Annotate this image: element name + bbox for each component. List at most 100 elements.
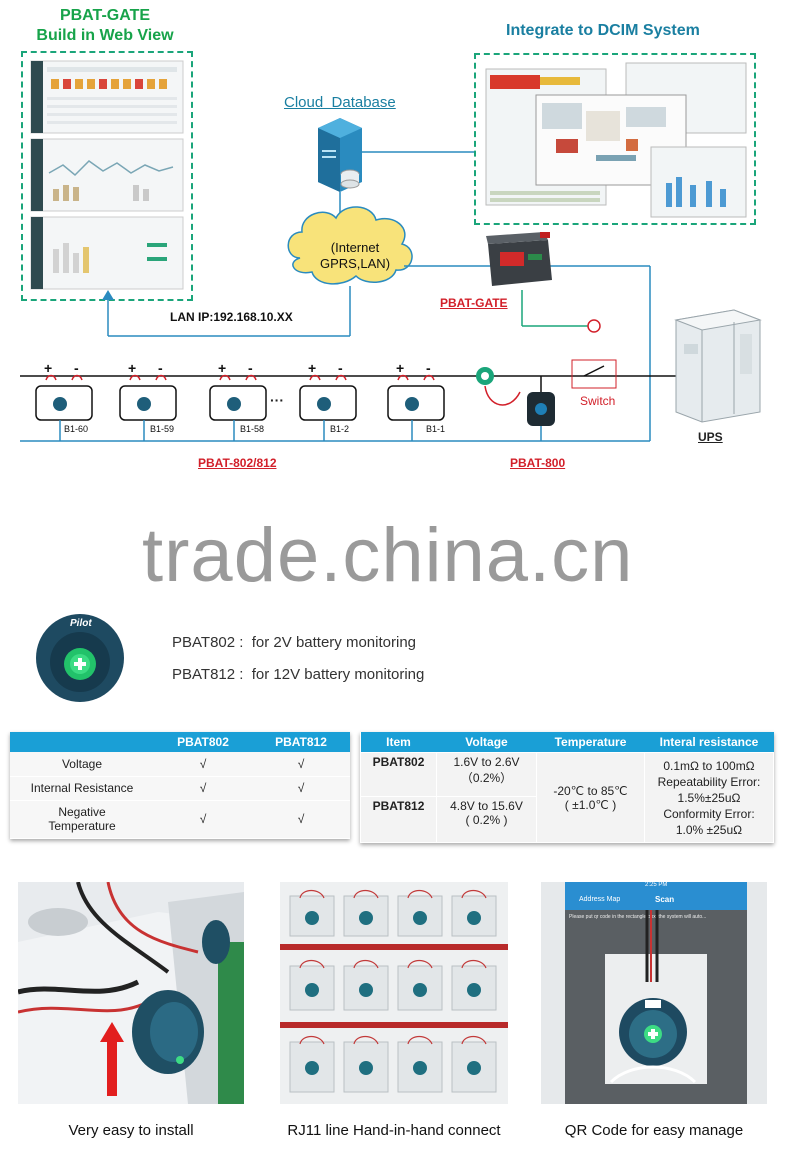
feature-check: √ xyxy=(154,800,252,839)
cloud-icon xyxy=(287,206,413,285)
web-view-title-line1: PBAT-GATE xyxy=(59,7,151,24)
battery-minus-1: - xyxy=(74,360,79,376)
internet-line2: GPRS,LAN) xyxy=(319,256,391,271)
spec-temperature-accuracy: ( ±1.0℃ ) xyxy=(564,797,617,812)
battery-name-1: B1-60 xyxy=(64,424,89,434)
ellipsis: ··· xyxy=(270,392,284,408)
table-row: Internal Resistance √ √ xyxy=(10,776,350,801)
battery-name-3: B1-58 xyxy=(240,424,265,434)
feature-check: √ xyxy=(252,776,350,801)
battery-minus-2: - xyxy=(158,360,163,376)
spec-resistance-line: 1.0% ±25uΩ xyxy=(675,822,743,837)
web-view-box xyxy=(21,51,193,301)
battery-plus-4: + xyxy=(308,360,317,376)
features-header-pbat802: PBAT802 xyxy=(154,732,252,752)
specs-table-wrap: Item Voltage Temperature Interal resista… xyxy=(360,732,774,843)
specs-header-row: Item Voltage Temperature Interal resista… xyxy=(360,732,774,753)
device-icon xyxy=(36,614,124,702)
dcim-screenshots xyxy=(485,62,747,218)
battery-minus-5: - xyxy=(426,360,431,376)
caption-rj11: RJ11 line Hand-in-hand connect xyxy=(287,1122,501,1139)
spec-temperature: -20℃ to 85℃ ( ±1.0℃ ) xyxy=(536,752,645,843)
spec-item: PBAT812 xyxy=(360,796,437,843)
spec-temperature-range: -20℃ to 85℃ xyxy=(553,783,628,798)
feature-label: Negative Temperature xyxy=(10,800,154,839)
watermark: trade.china.cn xyxy=(142,513,634,598)
monitor-label: PBAT-802/812 xyxy=(198,456,277,470)
battery-name-5: B1-1 xyxy=(426,424,446,434)
features-header-pbat812: PBAT812 xyxy=(252,732,350,752)
feature-label: Internal Resistance xyxy=(10,776,154,801)
ups-label: UPS xyxy=(698,430,723,444)
feature-label-line1: Negative xyxy=(58,805,106,819)
phone-prompt: Please put qr code in the rectangle box,… xyxy=(569,914,707,920)
qr-photo: 2:25 PM Address Map Scan Please put qr c… xyxy=(541,882,767,1104)
spec-voltage: 1.6V to 2.6V （0.2%） xyxy=(436,752,537,797)
current-sensor-icon xyxy=(476,367,494,385)
battery-plus-5: + xyxy=(396,360,405,376)
battery-b1-59 xyxy=(119,374,177,441)
features-table: PBAT802 PBAT812 Voltage √ √ Internal Res… xyxy=(10,732,350,839)
dcim-box xyxy=(474,53,756,225)
battery-name-2: B1-59 xyxy=(150,424,175,434)
phone-title: Scan xyxy=(655,895,675,904)
spec-resistance: 0.1mΩ to 100mΩ Repeatability Error: 1.5%… xyxy=(644,752,774,843)
pbat800-device-icon xyxy=(527,376,555,441)
ups-icon xyxy=(674,309,762,423)
install-photo xyxy=(18,882,244,1104)
install-illustration xyxy=(18,882,244,1104)
phone-nav-bar: Address Map Scan xyxy=(565,892,747,910)
device-info-line1: PBAT802 : for 2V battery monitoring xyxy=(172,634,417,651)
phone-status-bar: 2:25 PM xyxy=(565,882,747,892)
gate-device-icon xyxy=(486,232,552,286)
specs-header-item: Item xyxy=(360,732,437,753)
rj11-illustration xyxy=(280,882,508,1104)
caption-qr: QR Code for easy manage xyxy=(564,1122,744,1139)
specs-header-voltage: Voltage xyxy=(436,732,537,753)
feature-check: √ xyxy=(154,752,252,777)
battery-plus-3: + xyxy=(218,360,227,376)
web-view-title-line2: Build in Web View xyxy=(36,27,174,44)
brand-logo: Pilot xyxy=(70,618,92,629)
phone-back-button[interactable]: Address Map xyxy=(579,896,621,903)
lan-ip-label: LAN IP:192.168.10.XX xyxy=(170,310,293,324)
caption-install: Very easy to install xyxy=(68,1122,194,1139)
cloud-database-label: Cloud Database xyxy=(284,94,396,111)
specs-header-resistance: Interal resistance xyxy=(644,732,774,753)
features-header-row: PBAT802 PBAT812 xyxy=(10,732,350,752)
feature-check: √ xyxy=(154,776,252,801)
table-row: PBAT812 4.8V to 15.6V ( 0.2% ) xyxy=(360,796,774,843)
battery-b1-58 xyxy=(209,374,267,441)
features-header-blank xyxy=(10,732,154,752)
battery-plus-1: + xyxy=(44,360,53,376)
spec-resistance-line: 0.1mΩ to 100mΩ xyxy=(663,758,755,773)
internet-line1: (Internet xyxy=(330,240,380,255)
pbat800-label: PBAT-800 xyxy=(510,456,566,470)
specs-header-temperature: Temperature xyxy=(536,732,645,753)
gate-label: PBAT-GATE xyxy=(440,296,508,310)
web-view-screenshots xyxy=(30,60,184,290)
phone-time: 2:25 PM xyxy=(645,882,668,888)
spec-voltage-range: 4.8V to 15.6V xyxy=(450,799,523,813)
spec-voltage-accuracy: ( 0.2% ) xyxy=(465,813,508,827)
feature-check: √ xyxy=(252,800,350,839)
dcim-title: Integrate to DCIM System xyxy=(506,22,700,39)
spec-resistance-line: Repeatability Error: xyxy=(657,774,761,789)
switch-label: Switch xyxy=(580,394,616,408)
spec-resistance-line: 1.5%±25uΩ xyxy=(677,790,741,805)
specs-table: Item Voltage Temperature Interal resista… xyxy=(360,732,774,843)
battery-b1-1 xyxy=(387,374,445,441)
spec-resistance-line: Conformity Error: xyxy=(663,806,755,821)
device-info-line2: PBAT812 : for 12V battery monitoring xyxy=(172,666,425,683)
battery-name-4: B1-2 xyxy=(330,424,350,434)
web-view-title: PBAT-GATE Build in Web View xyxy=(20,6,190,46)
spec-voltage-accuracy: （0.2%） xyxy=(460,771,513,785)
battery-plus-2: + xyxy=(128,360,137,376)
spec-item: PBAT802 xyxy=(360,752,437,797)
battery-b1-60 xyxy=(35,374,93,441)
rj11-photo xyxy=(280,882,508,1104)
features-table-wrap: PBAT802 PBAT812 Voltage √ √ Internal Res… xyxy=(10,732,350,839)
spec-voltage-range: 1.6V to 2.6V xyxy=(453,755,520,769)
battery-minus-4: - xyxy=(338,360,343,376)
feature-label-line2: Temperature xyxy=(48,819,116,833)
